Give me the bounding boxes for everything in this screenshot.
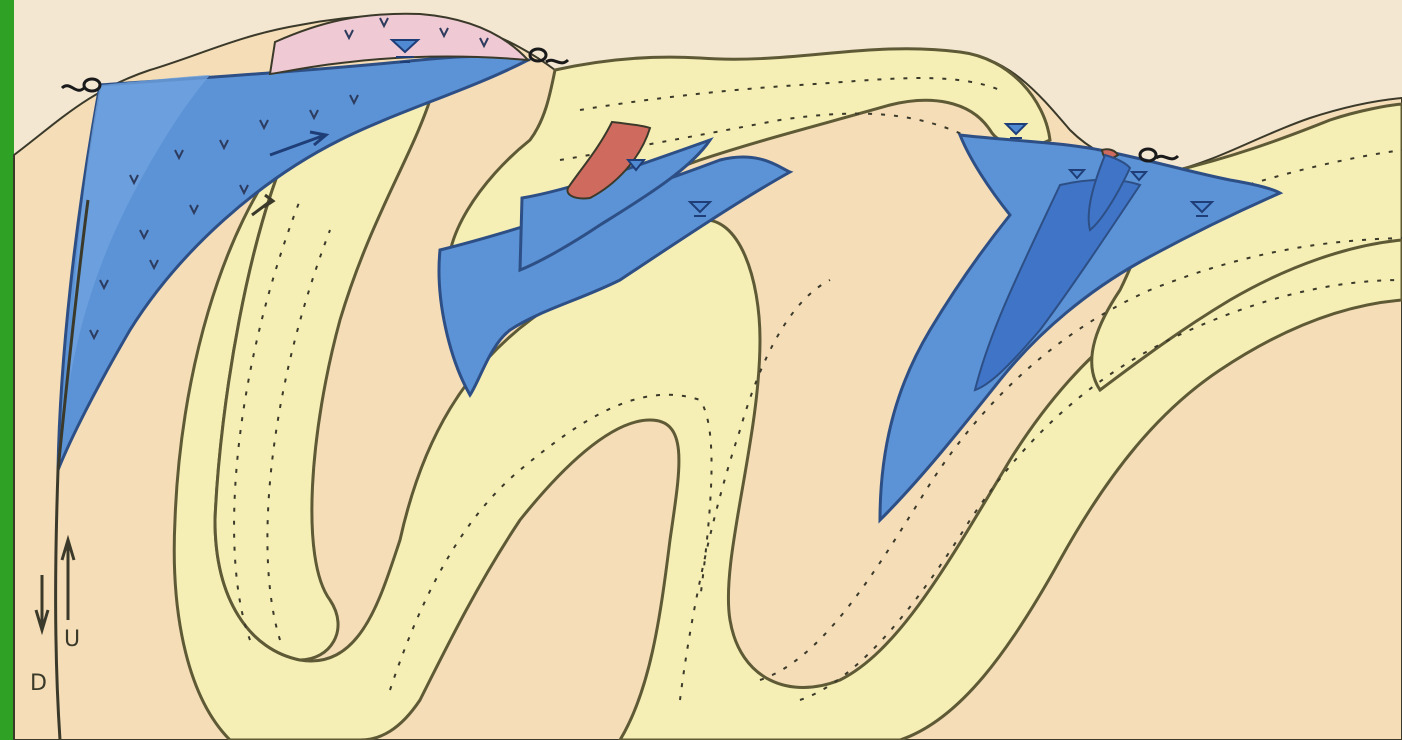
fault-label-downthrown: D xyxy=(30,671,47,696)
fault-label-upthrown: U xyxy=(64,627,80,652)
left-border xyxy=(0,0,14,740)
